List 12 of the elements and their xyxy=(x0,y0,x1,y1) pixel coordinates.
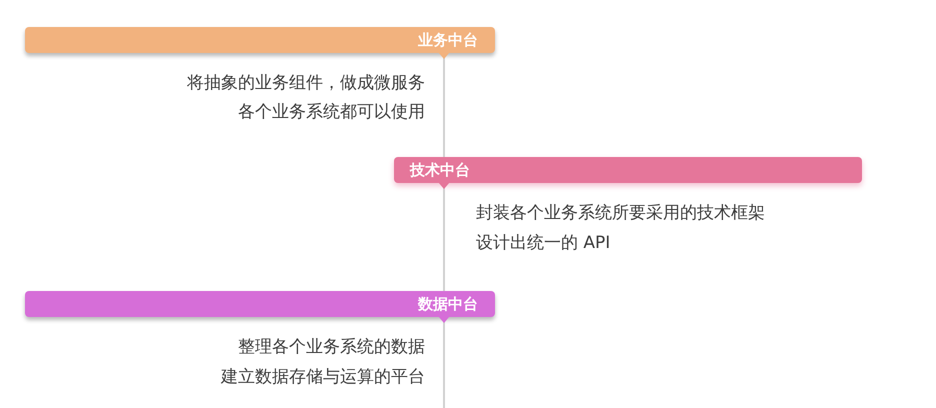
description-text: 封装各个业务系统所要采用的技术框架 xyxy=(476,202,765,225)
description-text: 各个业务系统都可以使用 xyxy=(238,101,425,124)
description-text: 整理各个业务系统的数据 xyxy=(238,336,425,359)
header-band: 业务中台 xyxy=(25,27,495,53)
description-text: 将抽象的业务组件，做成微服务 xyxy=(187,72,425,95)
header-band: 数据中台 xyxy=(25,291,495,317)
timeline-arrow xyxy=(438,52,450,157)
description-text: 建立数据存储与运算的平台 xyxy=(221,366,425,389)
timeline-arrow xyxy=(438,316,450,408)
header-band: 技术中台 xyxy=(394,157,862,183)
description-text: 设计出统一的 API xyxy=(476,232,610,255)
timeline-arrow xyxy=(438,182,450,291)
